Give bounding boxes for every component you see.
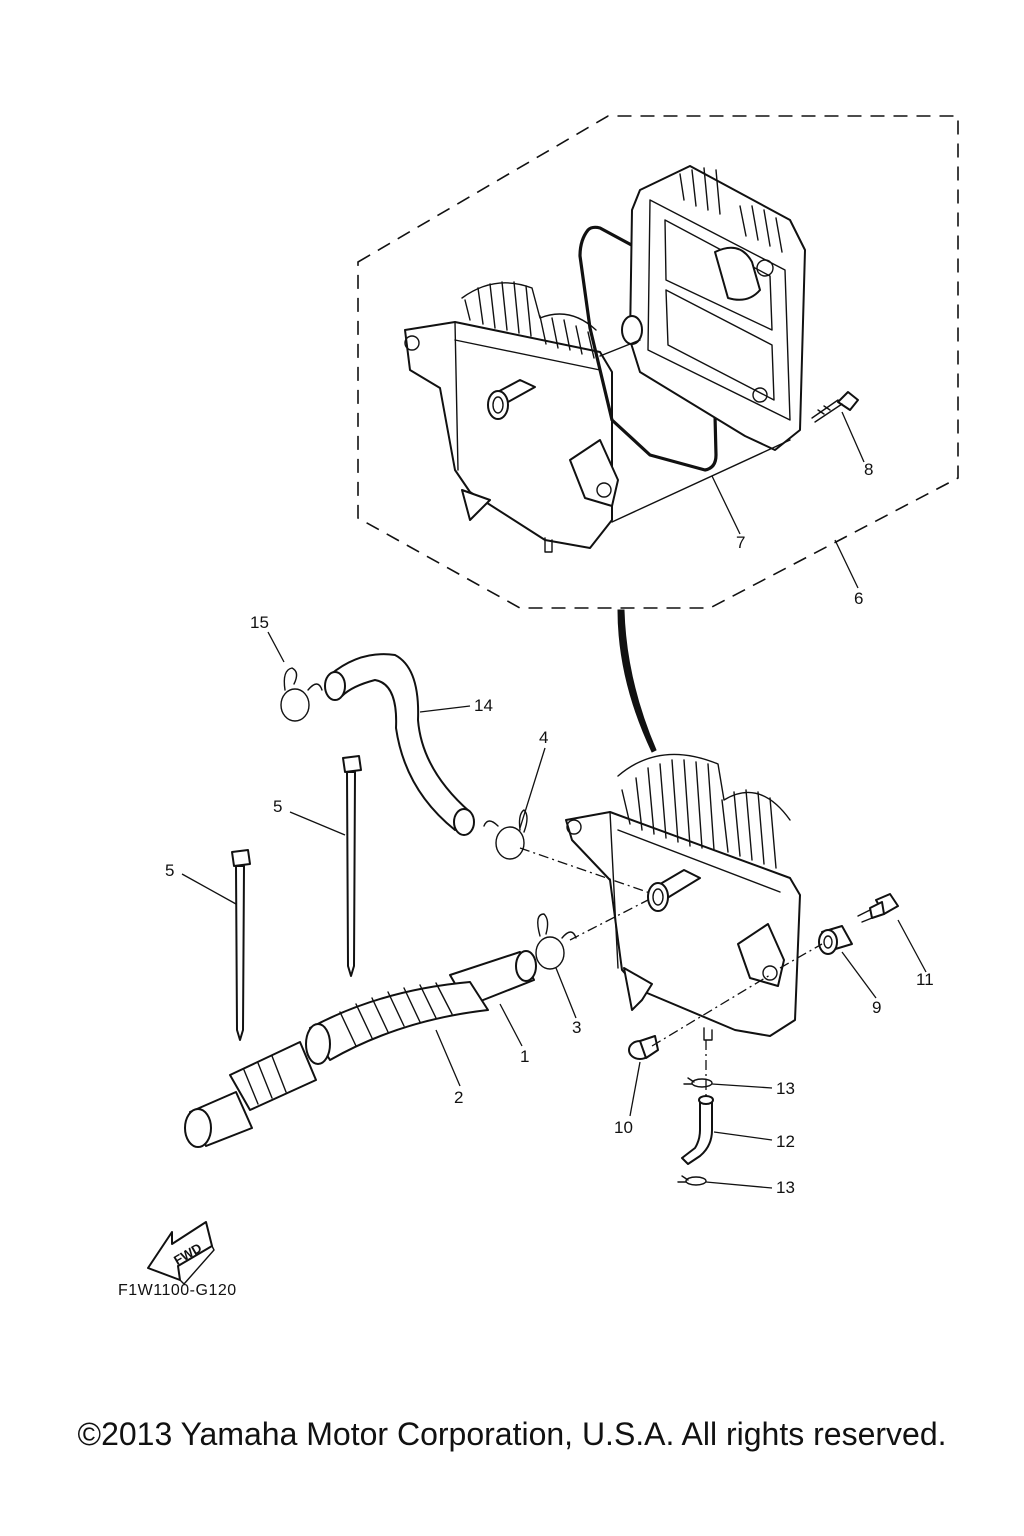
cable-tie-right [342, 755, 362, 977]
callout-3: 3 [572, 1018, 581, 1037]
copyright-notice: ©2013 Yamaha Motor Corporation, U.S.A. A… [77, 1416, 947, 1452]
clip-part-15 [280, 667, 323, 722]
callout-1: 1 [520, 1047, 529, 1066]
callout-15: 15 [250, 613, 269, 632]
callout-13a: 13 [776, 1079, 795, 1098]
callout-11: 11 [916, 970, 934, 989]
callout-13b: 13 [776, 1178, 795, 1197]
bolt-part-11 [857, 893, 899, 923]
screw-part-8 [811, 391, 859, 423]
grommet-part-9 [818, 925, 853, 955]
clip-part-13-upper [683, 1077, 713, 1088]
callout-14: 14 [474, 696, 493, 715]
callout-7: 7 [736, 533, 745, 552]
hose-part-14 [324, 653, 475, 836]
callout-5a: 5 [165, 861, 174, 880]
drawing-code: F1W1100-G120 [118, 1282, 237, 1299]
centerline-grommet-9 [779, 943, 823, 969]
bellows-part-2 [184, 981, 489, 1148]
callout-5b: 5 [273, 797, 282, 816]
leader-lines [181, 411, 927, 1189]
callout-9: 9 [872, 998, 881, 1017]
callout-6: 6 [854, 589, 863, 608]
forward-arrow-icon: FWD [147, 1221, 215, 1285]
upper-cover-half [404, 281, 619, 553]
callouts: 15 14 4 5 5 3 1 2 8 7 6 9 11 10 13 12 13 [165, 460, 934, 1197]
clip-part-3 [535, 913, 577, 970]
centerline-hose-1 [569, 899, 649, 941]
centerline-plug-10 [651, 974, 771, 1047]
clip-part-4 [483, 809, 528, 860]
gasket [578, 225, 718, 472]
callout-8: 8 [864, 460, 873, 479]
assembled-unit [565, 753, 801, 1041]
assembly-boundary [357, 115, 959, 609]
assembly-link [617, 609, 657, 753]
drain-tube-part-12 [681, 1095, 714, 1165]
cable-tie-left [231, 849, 251, 1041]
clip-part-13-lower [677, 1175, 707, 1186]
callout-2: 2 [454, 1088, 463, 1107]
callout-12: 12 [776, 1132, 795, 1151]
plug-part-10 [628, 1035, 659, 1060]
centerline-hose-14 [519, 847, 651, 894]
callout-4: 4 [539, 728, 548, 747]
callout-10: 10 [614, 1118, 633, 1137]
upper-case-half [599, 165, 806, 523]
